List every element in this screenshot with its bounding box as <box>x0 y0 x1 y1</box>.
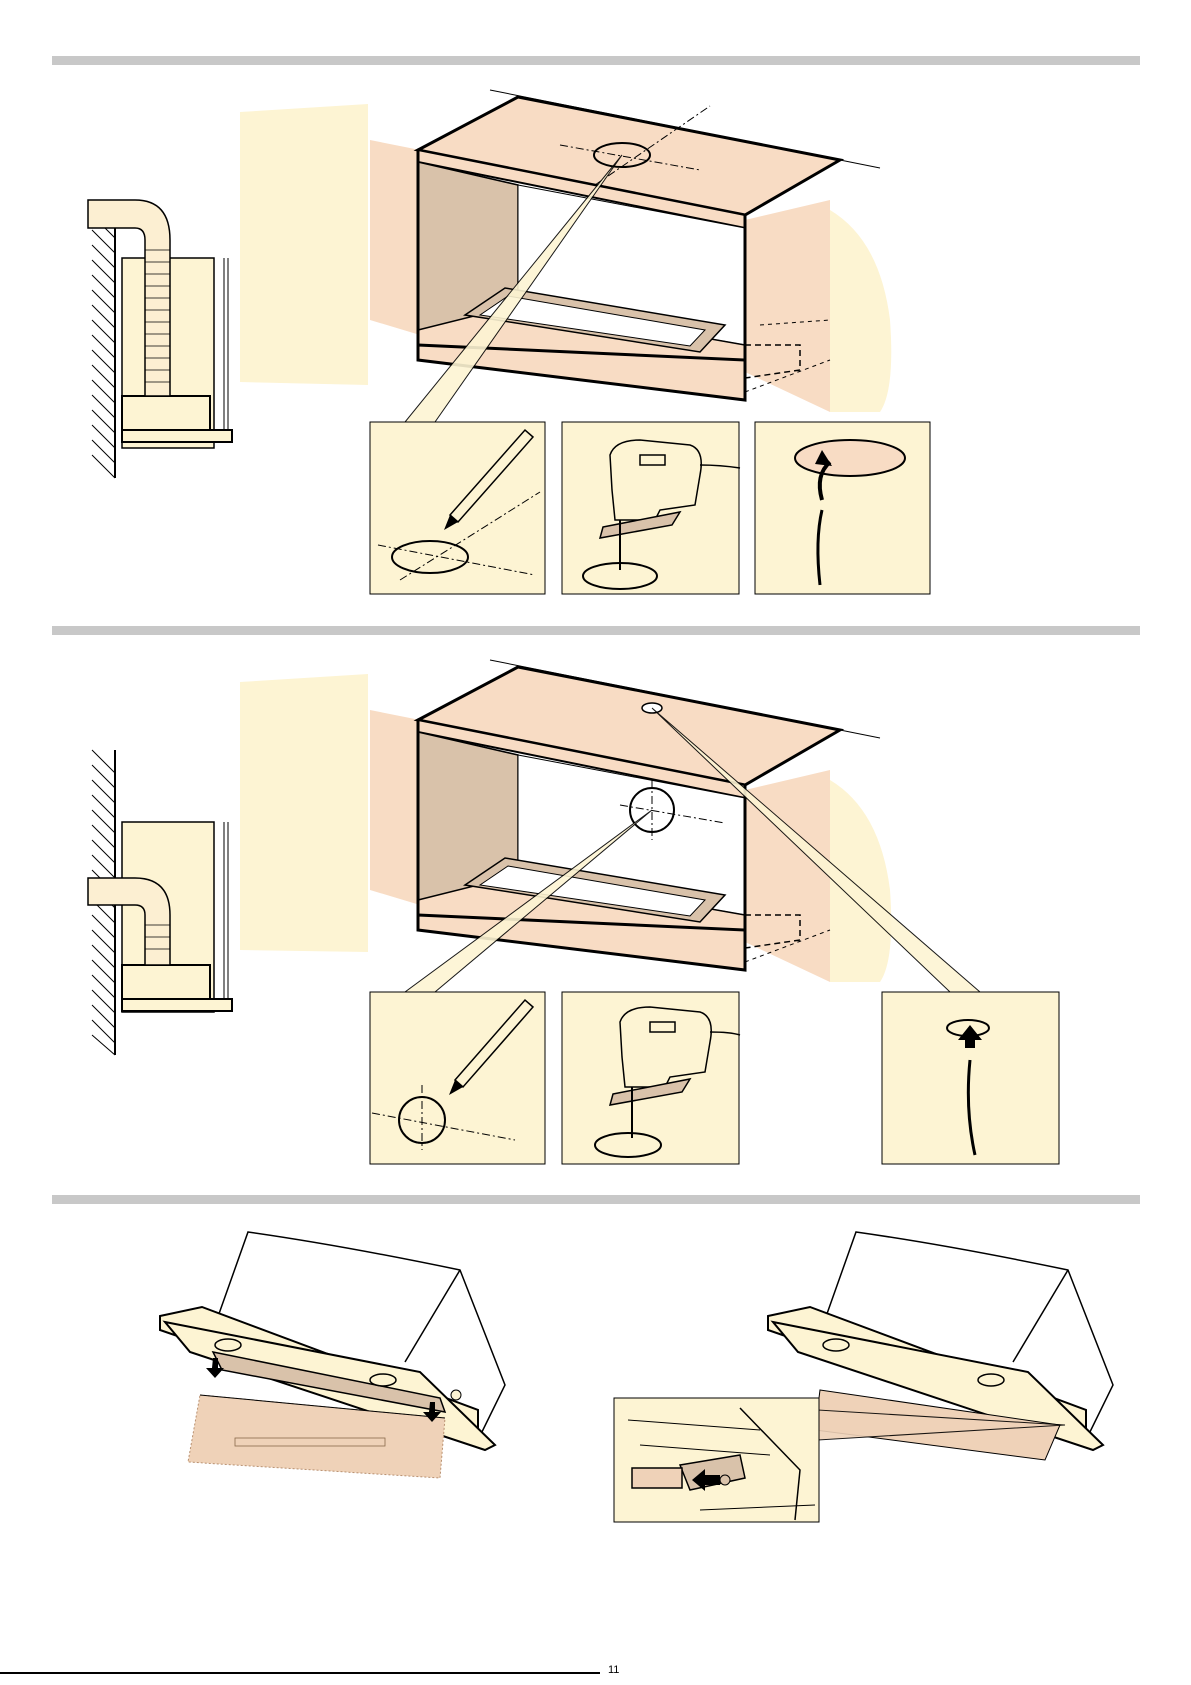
section-divider-1 <box>52 56 1140 65</box>
section-3-figure <box>0 1210 1191 1540</box>
step-panel-cable <box>755 422 930 594</box>
latch-detail-panel <box>614 1398 819 1522</box>
section-divider-3 <box>52 1195 1140 1204</box>
wall-side-view <box>92 200 115 478</box>
footer-rule <box>0 1672 600 1674</box>
side-view-cabinet <box>122 258 232 448</box>
page-number: 11 <box>608 1664 619 1676</box>
side-view-cabinet <box>122 822 232 1012</box>
section-2-figure <box>0 640 1191 1180</box>
section-1-figure <box>0 70 1191 610</box>
section-divider-2 <box>52 626 1140 635</box>
